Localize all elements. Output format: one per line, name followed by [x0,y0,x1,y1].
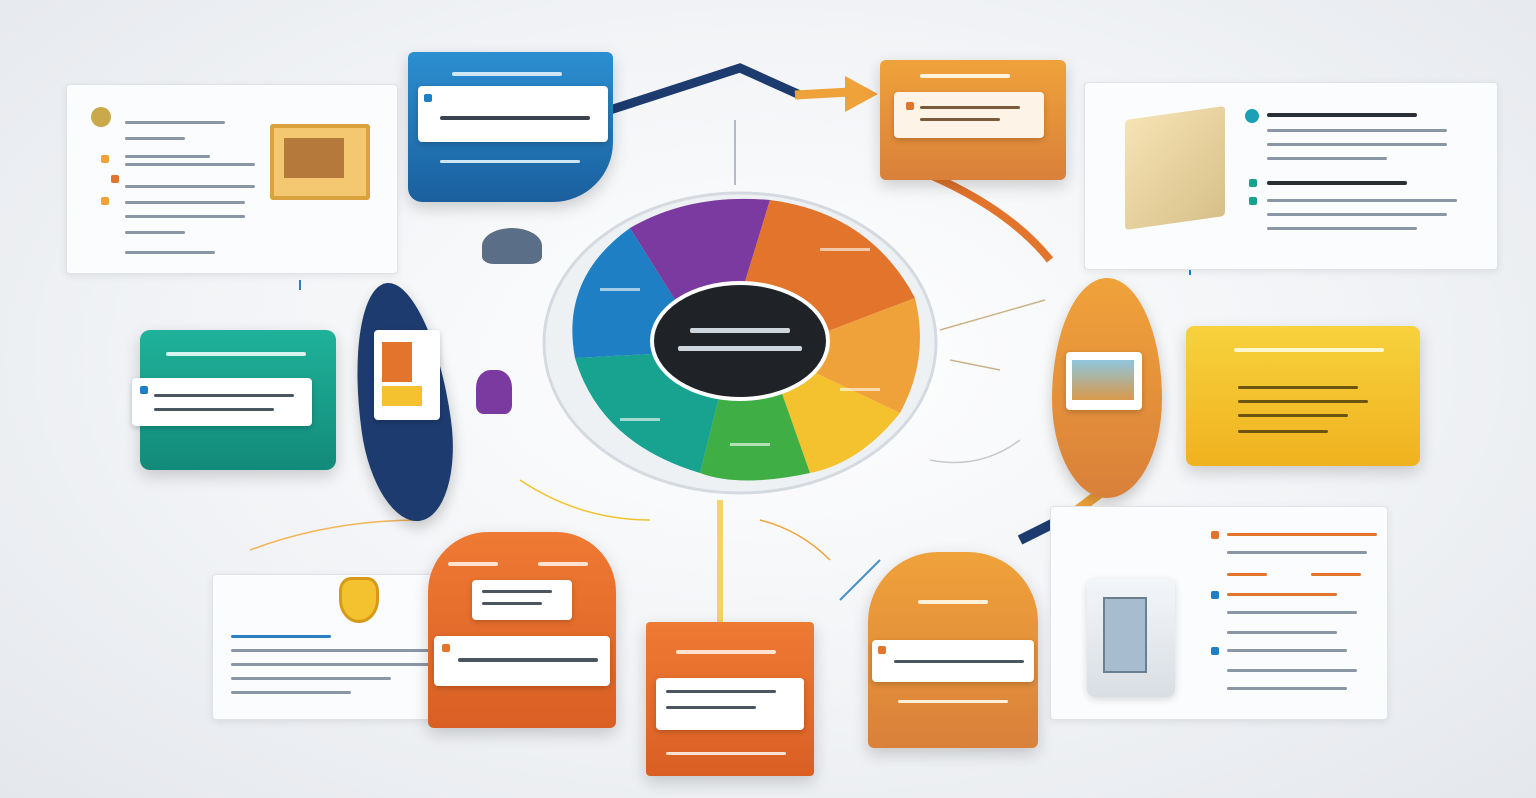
bottom-orange-card-1 [428,532,616,728]
thin-connector [839,559,881,601]
thin-connector [949,359,1001,371]
panel-text [231,663,451,666]
right-yellow-callout [1186,326,1420,466]
door-icon [1087,579,1175,697]
panel-text [125,215,245,218]
panel-text [1267,129,1447,132]
panel-text [1227,593,1337,596]
bottom-right-info-panel [1050,506,1388,720]
panel-text [1311,573,1361,576]
panel-text [125,231,185,234]
bullet [101,197,109,205]
panel-text [1227,687,1347,690]
center-hub [650,281,830,401]
cube-icon [1125,105,1225,231]
bullet [1249,197,1257,205]
panel-text [1227,669,1357,672]
card-text [440,116,590,120]
picture-icon [1066,352,1142,410]
segment-purple [630,198,770,308]
panel-text [125,121,225,124]
person-icon [476,370,512,414]
panel-text [1267,143,1447,146]
panel-text [1227,533,1377,536]
panel-text [1267,227,1417,230]
bottom-orange-card-3 [868,552,1038,748]
left-teal-panel [132,330,336,470]
thin-connector [939,299,1046,331]
right-orange-connector [928,171,1054,263]
panel-text [1227,631,1337,634]
segment-orange-amber [805,298,920,413]
bottom-orange-card-2 [646,622,814,776]
panel-text [231,677,391,680]
panel-title [1267,113,1417,117]
segment-green [700,388,810,481]
picture-icon [270,124,370,200]
gear-icon [482,228,542,264]
panel-text [1267,213,1447,216]
blue-callout-text [440,160,580,163]
segment-yellow [780,368,900,473]
panel-text [125,155,210,158]
bullet [1211,591,1219,599]
panel-text [1227,611,1357,614]
blue-callout-card [418,86,608,142]
bullet [111,175,119,183]
panel-text [1267,157,1387,160]
thin-connector [249,519,421,551]
bullet [424,94,432,102]
shield-icon [339,577,379,623]
bullet [101,155,109,163]
top-right-info-panel [1084,82,1498,270]
top-navy-arrow [608,63,802,115]
bullet [1211,531,1219,539]
panel-text [125,251,215,254]
bullet [1211,647,1219,655]
panel-text [125,163,255,166]
panel-text [1227,573,1267,576]
panel-title [1267,181,1407,185]
panel-text [125,137,185,140]
panel-text [125,201,245,204]
lightbulb-icon [91,107,111,127]
center-cycle-wheel [542,191,938,495]
panel-text [125,185,255,188]
thin-connector [929,439,1021,464]
bullet [1245,109,1259,123]
top-orange-arrowhead [845,76,878,112]
panel-text [231,635,331,638]
blue-callout-title [452,72,562,76]
top-orange-card [880,60,1066,180]
thin-connector [519,479,651,521]
panel-text [1227,649,1347,652]
bullet [1249,179,1257,187]
top-orange-arrow [794,87,851,100]
panel-text [1267,199,1457,202]
panel-text [1227,551,1367,554]
leaf-card [374,330,440,420]
panel-text [231,691,351,694]
thin-connector [759,519,831,561]
panel-text [231,649,461,652]
